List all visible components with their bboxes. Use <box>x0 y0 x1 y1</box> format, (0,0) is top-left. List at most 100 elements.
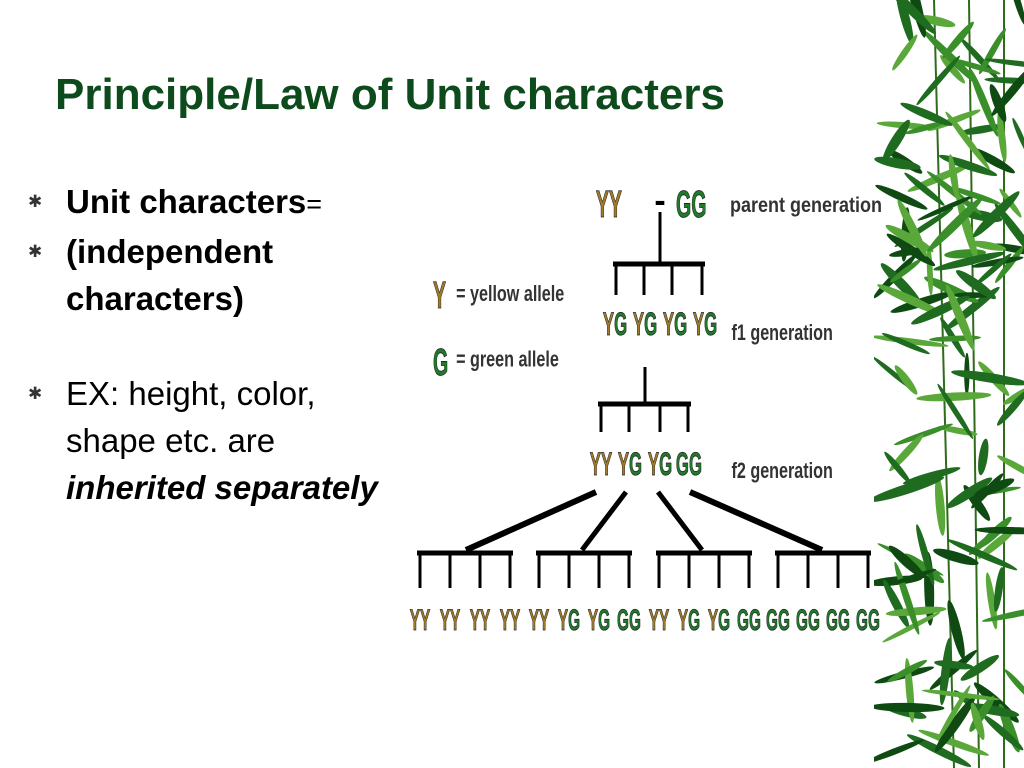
bamboo-leaf <box>900 102 953 126</box>
bamboo-leaf <box>904 172 945 206</box>
parent-genotype-gg: GG <box>676 184 706 225</box>
bamboo-leaf <box>997 390 1024 426</box>
bamboo-leaf <box>981 605 1024 622</box>
bamboo-leaf <box>997 111 1007 163</box>
f3-genotype: YY <box>440 605 461 638</box>
bamboo-leaf <box>897 199 927 257</box>
bamboo-leaf <box>1002 385 1024 405</box>
bamboo-leaf <box>985 572 998 630</box>
bamboo-leaf <box>940 55 966 84</box>
f3-genotype: YG <box>678 605 700 638</box>
legend-yellow-allele-text: = yellow allele <box>456 283 564 307</box>
bamboo-leaf <box>948 186 1002 205</box>
bamboo-stem <box>968 0 980 768</box>
bamboo-leaf <box>880 263 921 304</box>
bamboo-leaf <box>946 477 993 509</box>
bamboo-leaf <box>882 119 910 161</box>
bamboo-leaf <box>893 423 953 446</box>
bamboo-leaf <box>906 734 972 767</box>
bamboo-leaf <box>888 545 925 579</box>
bamboo-leaf <box>874 702 945 713</box>
bamboo-leaf <box>960 654 1000 681</box>
equals-sign: = <box>306 189 323 219</box>
f3-genotype: GG <box>766 605 790 638</box>
bamboo-leaf <box>916 392 992 402</box>
bamboo-leaf <box>877 284 944 316</box>
f3-genotype: GG <box>617 605 641 638</box>
example-text: EX: height, color, shape etc. are <box>66 375 316 459</box>
bamboo-leaf <box>888 568 937 586</box>
bamboo-leaf <box>921 689 1000 701</box>
f2-generation-label: f2 generation <box>732 460 833 484</box>
f3-genotype: GG <box>826 605 850 638</box>
bamboo-leaf <box>875 184 928 210</box>
bamboo-leaf <box>945 111 990 170</box>
bamboo-leaf <box>902 467 961 485</box>
inherited-text: inherited <box>66 469 206 506</box>
bamboo-leaf <box>886 233 936 267</box>
f3-genotype: YG <box>708 605 730 638</box>
f3-genotype: YY <box>649 605 670 638</box>
bamboo-leaf <box>956 192 978 262</box>
bamboo-leaf <box>975 253 1012 286</box>
f1-genotype: YG <box>603 307 627 342</box>
bamboo-leaf <box>884 451 911 484</box>
f2-genotype: YG <box>648 447 672 482</box>
f3-genotype: YY <box>500 605 521 638</box>
bullet-example: ✱ EX: height, color, shape etc. are inhe… <box>28 370 398 511</box>
bamboo-leaf <box>991 243 1024 256</box>
f3-genotype: YG <box>558 605 580 638</box>
bamboo-leaf <box>922 30 980 86</box>
bamboo-leaf <box>949 58 1001 75</box>
bamboo-leaf <box>1012 117 1024 156</box>
pedigree-line <box>580 490 628 552</box>
f3-genotype: YY <box>410 605 431 638</box>
bamboo-leaf <box>892 34 918 71</box>
bamboo-leaf <box>937 383 974 439</box>
bamboo-leaf <box>937 685 971 741</box>
bamboo-leaves-decoration <box>874 0 1024 768</box>
pedigree-line <box>464 489 598 553</box>
independent-characters-text: (independent characters) <box>66 233 274 317</box>
legend-green-allele-text: = green allele <box>456 348 559 372</box>
separately-text: separately <box>214 469 378 506</box>
bamboo-leaf <box>927 196 983 252</box>
bamboo-leaf <box>1004 669 1024 704</box>
parent-genotype-yy: YY <box>596 184 622 225</box>
f3-genotype: YY <box>529 605 550 638</box>
bamboo-leaf <box>874 156 921 170</box>
bamboo-leaf <box>934 696 976 753</box>
bamboo-leaf <box>887 659 927 683</box>
bamboo-leaf <box>947 600 965 660</box>
bamboo-leaf <box>933 251 1006 271</box>
bamboo-leaf <box>886 0 936 35</box>
pedigree-line <box>688 489 824 553</box>
parent-generation-label: parent generation <box>730 194 882 218</box>
bullet-list: ✱ Unit characters= ✱ (independent charac… <box>28 178 398 511</box>
legend-green-letter: G <box>433 342 448 383</box>
bamboo-leaf <box>882 612 941 643</box>
slide-title: Principle/Law of Unit characters <box>55 70 725 119</box>
bamboo-leaf <box>918 15 956 28</box>
bamboo-leaf <box>942 21 974 59</box>
unit-characters-text: Unit characters <box>66 183 307 220</box>
bullet-star-icon: ✱ <box>28 192 43 211</box>
bamboo-leaf <box>939 637 952 706</box>
f1-genotype: YG <box>663 307 687 342</box>
bullet-unit-characters: ✱ Unit characters= <box>28 178 398 228</box>
bamboo-leaf <box>997 455 1024 481</box>
bullet-star-icon: ✱ <box>28 242 43 261</box>
bullet-star-icon: ✱ <box>28 384 43 403</box>
bamboo-leaf <box>970 702 985 740</box>
bamboo-leaf <box>983 714 1024 751</box>
bamboo-leaf <box>905 121 946 135</box>
f3-genotype: GG <box>856 605 880 638</box>
bamboo-leaf <box>951 370 1024 386</box>
bamboo-leaf <box>984 77 1024 84</box>
bamboo-leaf <box>972 191 1020 238</box>
f2-genotype: YG <box>618 447 642 482</box>
bamboo-leaf <box>874 476 945 503</box>
